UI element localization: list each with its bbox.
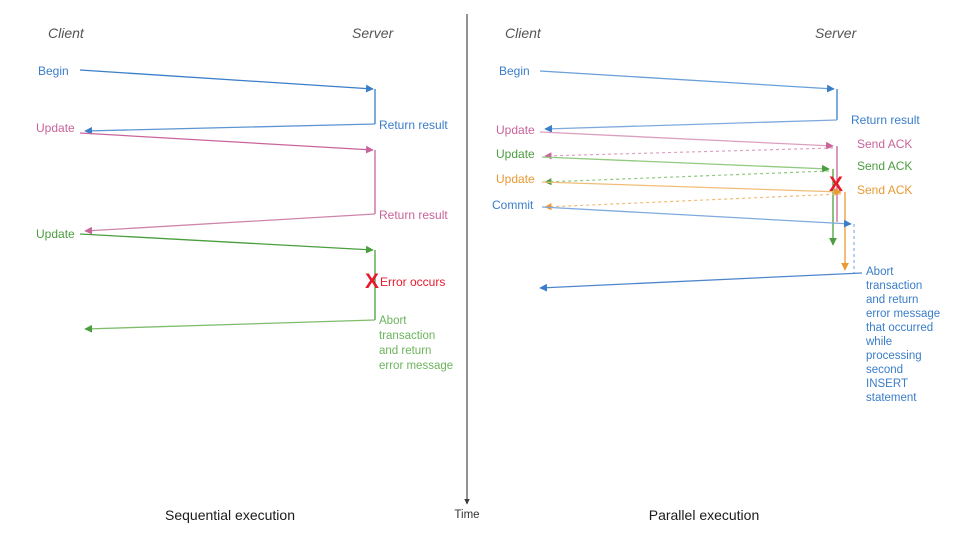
panel-sequential: Client Server Begin Return result Update… (36, 25, 453, 523)
time-axis-label: Time (454, 509, 479, 521)
right-lane-server-header: Server (815, 25, 858, 41)
right-lane-client-header: Client (505, 25, 542, 41)
right-abort-line-2: transaction (866, 280, 922, 292)
left-abort-line-2: transaction (379, 330, 435, 342)
left-error-x-icon: X (365, 270, 379, 293)
left-message-abort: Abort transaction and return error messa… (84, 315, 453, 372)
right-label-ack-1: Send ACK (857, 137, 912, 151)
left-message-return-result-1: Return result (84, 118, 448, 135)
left-error-marker: X Error occurs (365, 270, 445, 293)
left-label-return-result-2: Return result (379, 208, 448, 222)
right-abort-line-4: error message (866, 308, 940, 320)
right-label-update-3: Update (496, 172, 535, 186)
right-abort-line-10: statement (866, 392, 917, 404)
left-panel-caption: Sequential execution (165, 507, 295, 523)
right-message-update-1: Update (496, 123, 834, 150)
right-message-commit: Commit (492, 198, 852, 228)
left-abort-line-1: Abort (379, 315, 407, 327)
right-message-ack-3: Send ACK (544, 183, 912, 211)
left-abort-line-3: and return (379, 345, 431, 357)
right-message-return-result: Return result (544, 113, 920, 133)
left-abort-line-4: error message (379, 360, 453, 372)
left-lane-client-header: Client (48, 25, 85, 41)
right-message-update-3: Update (496, 172, 842, 196)
right-panel-caption: Parallel execution (649, 507, 760, 523)
right-message-ack-2: Send ACK (544, 159, 912, 186)
right-abort-line-8: second (866, 364, 903, 376)
right-message-abort: Abort transaction and return error messa… (539, 266, 940, 404)
time-axis: Time (454, 14, 480, 521)
right-message-update-2: Update (496, 147, 830, 173)
right-abort-line-5: that occurred (866, 322, 933, 334)
right-message-ack-1: Send ACK (544, 137, 912, 160)
panel-parallel: Client Server Begin Return result Update… (492, 25, 940, 523)
left-message-update-2: Update (36, 227, 374, 254)
right-label-commit: Commit (492, 198, 534, 212)
right-label-return-result: Return result (851, 113, 920, 127)
right-message-begin: Begin (499, 64, 835, 93)
left-message-update-1: Update (36, 121, 374, 154)
right-abort-line-7: processing (866, 350, 922, 362)
right-abort-line-9: INSERT (866, 378, 908, 390)
right-label-ack-3: Send ACK (857, 183, 912, 197)
left-label-return-result-1: Return result (379, 118, 448, 132)
left-label-begin: Begin (38, 64, 69, 78)
right-abort-line-6: while (865, 336, 892, 348)
left-lane-server-header: Server (352, 25, 395, 41)
left-message-return-result-2: Return result (84, 208, 448, 235)
right-abort-line-1: Abort (866, 266, 894, 278)
right-abort-line-3: and return (866, 294, 918, 306)
left-label-update-2: Update (36, 227, 75, 241)
right-label-update-2: Update (496, 147, 535, 161)
left-label-error-occurs: Error occurs (380, 275, 445, 289)
left-message-begin: Begin (38, 64, 374, 93)
right-label-ack-2: Send ACK (857, 159, 912, 173)
right-label-begin: Begin (499, 64, 530, 78)
left-label-update-1: Update (36, 121, 75, 135)
right-label-update-1: Update (496, 123, 535, 137)
